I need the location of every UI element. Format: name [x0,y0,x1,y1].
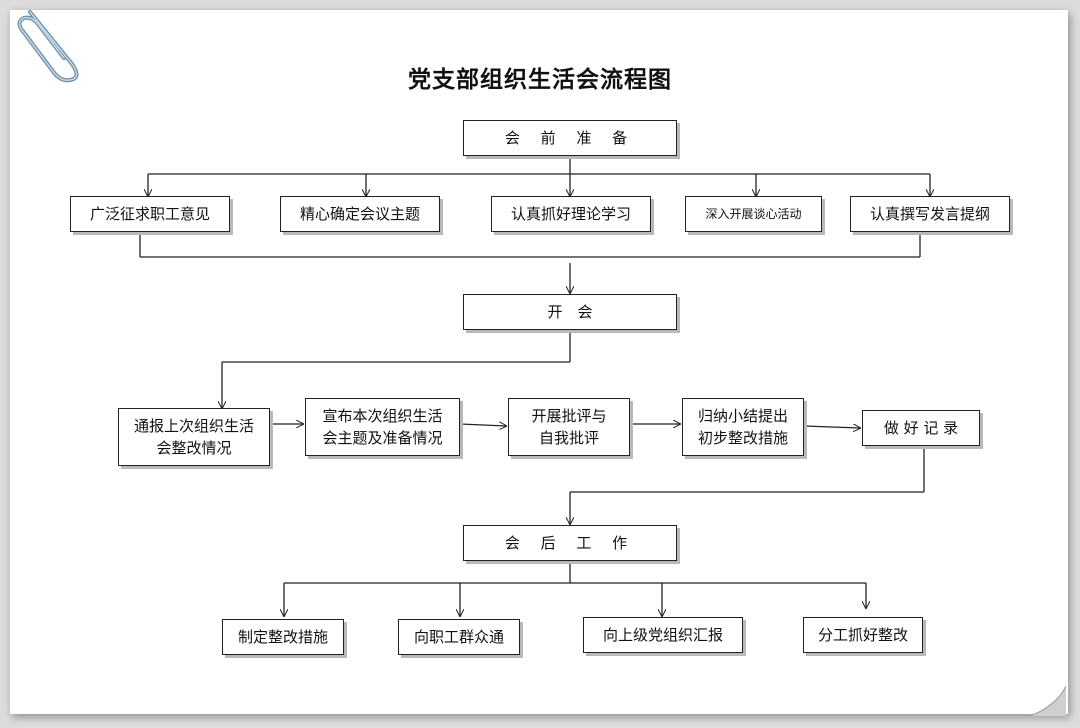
step-report-last: 通报上次组织生活 会整改情况 [118,408,270,466]
step-define-theme: 精心确定会议主题 [280,196,440,232]
step-summarize-line2: 初步整改措施 [697,429,788,447]
step-report-superior: 向上级党组织汇报 [583,617,743,653]
step-implement: 分工抓好整改 [803,617,923,653]
step-notify-staff: 向职工群众通 [398,619,520,655]
step-criticism-line1: 开展批评与 [531,407,607,425]
step-report-last-line1: 通报上次组织生活 [133,417,254,435]
step-summarize: 归纳小结提出 初步整改措施 [682,398,804,456]
step-criticism: 开展批评与 自我批评 [508,398,630,456]
stage-post-meeting: 会 后 工 作 [463,525,677,561]
step-heart-to-heart: 深入开展谈心活动 [685,196,822,232]
step-collect-opinions: 广泛征求职工意见 [70,196,230,232]
stage-meeting: 开 会 [463,294,677,330]
step-make-measures: 制定整改措施 [222,619,344,655]
page-curl-icon [1029,686,1066,716]
paperclip-icon [17,10,79,83]
step-theory-study: 认真抓好理论学习 [491,196,651,232]
step-criticism-line2: 自我批评 [538,429,599,447]
step-write-outline: 认真撰写发言提纲 [850,196,1010,232]
step-report-last-line2: 会整改情况 [156,439,232,457]
step-record-line1: 做 好 记 录 [883,419,959,437]
step-announce-theme: 宣布本次组织生活 会主题及准备情况 [305,398,460,456]
step-summarize-line1: 归纳小结提出 [697,407,788,425]
step-announce-theme-line1: 宣布本次组织生活 [322,407,443,425]
diagram-title: 党支部组织生活会流程图 [408,67,672,93]
step-announce-theme-line2: 会主题及准备情况 [322,429,443,447]
stage-pre-meeting: 会 前 准 备 [463,120,677,156]
step-record: 做 好 记 录 [862,410,980,446]
